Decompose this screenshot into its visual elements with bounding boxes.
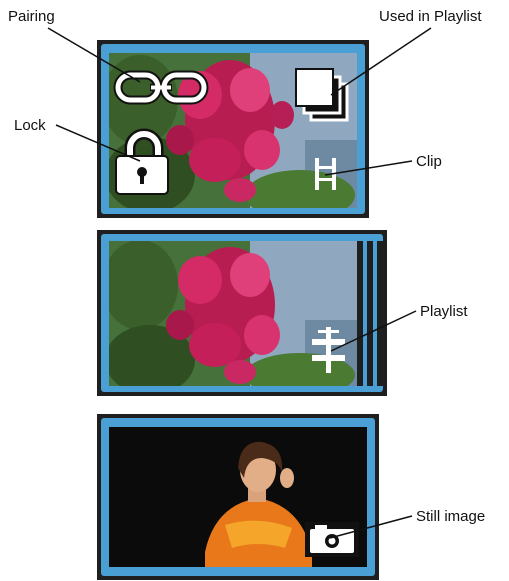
- playlist-stack-line-2: [373, 241, 377, 386]
- clip-callout-line: [324, 160, 413, 176]
- still-image-icon: [305, 522, 359, 557]
- used-in-playlist-callout-line: [330, 27, 432, 96]
- still-image-callout-line: [329, 515, 413, 539]
- pairing-callout-line: [47, 27, 141, 83]
- clip-thumbnail: [97, 40, 369, 218]
- lock-icon: [115, 128, 169, 195]
- playlist-label: Playlist: [420, 303, 468, 320]
- pairing-icon: [113, 70, 209, 105]
- playlist-stack-line-1: [363, 241, 367, 386]
- used-in-playlist-label: Used in Playlist: [379, 8, 482, 25]
- playlist-thumbnail-image: [109, 241, 357, 386]
- used-in-playlist-icon: [295, 68, 349, 122]
- lock-label: Lock: [14, 117, 46, 134]
- callout-lines: [47, 27, 432, 539]
- playlist-icon: [312, 327, 345, 373]
- still-image-label: Still image: [416, 508, 485, 525]
- still-image-thumbnail: [97, 414, 379, 580]
- clip-label: Clip: [416, 153, 442, 170]
- lock-callout-line: [55, 124, 141, 162]
- playlist-stack-gap: [357, 241, 383, 386]
- playlist-callout-line: [330, 310, 417, 352]
- playlist-thumbnail: [97, 230, 387, 396]
- pairing-label: Pairing: [8, 8, 55, 25]
